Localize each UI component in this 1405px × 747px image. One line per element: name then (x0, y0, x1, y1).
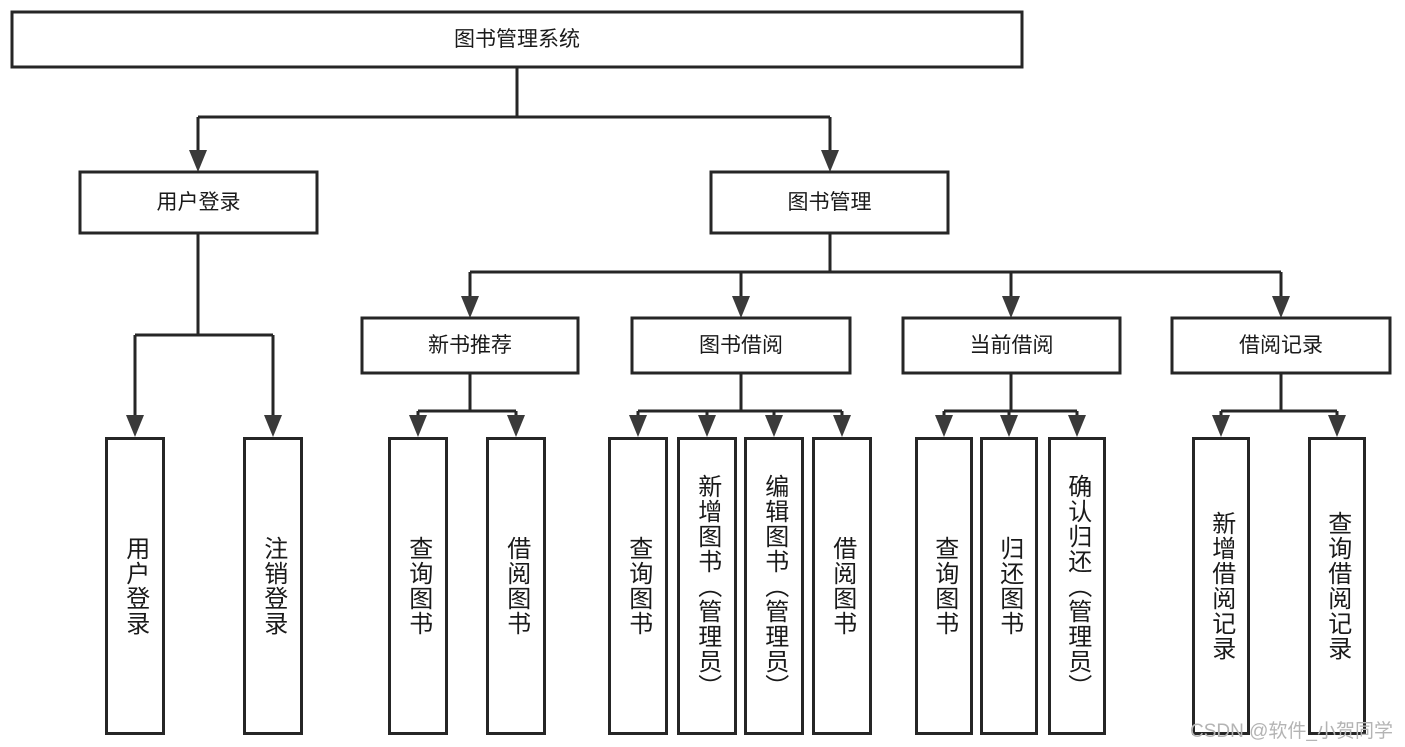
arrow-head-icon (732, 296, 750, 318)
leaf-node-label: 查询图书 (624, 536, 652, 636)
arrow-head-icon (126, 415, 144, 437)
node-label: 图书管理系统 (454, 28, 580, 51)
node-box (10, 10, 1024, 69)
level3-node-book-borrow[interactable]: 图书借阅 (630, 316, 852, 375)
node-label: 借阅记录 (1239, 334, 1323, 357)
node-box (630, 316, 852, 375)
leaf-node-label: 用户登录 (121, 536, 149, 636)
leaf-node-leaf-user-login[interactable]: 用户登录 (105, 437, 165, 735)
leaf-node-label: 借阅图书 (828, 536, 856, 636)
arrow-head-icon (189, 150, 207, 172)
leaf-node-label: 查询借阅记录 (1323, 511, 1351, 661)
leaf-node-label: 新增图书（管理员） (693, 473, 721, 699)
arrow-head-icon (935, 415, 953, 437)
leaf-node-label: 确认归还（管理员） (1063, 473, 1091, 699)
arrow-head-icon (461, 296, 479, 318)
leaf-node-leaf-add-book[interactable]: 新增图书（管理员） (677, 437, 737, 735)
connector-layer (126, 67, 1346, 437)
arrow-head-icon (821, 150, 839, 172)
leaf-node-label: 注销登录 (259, 536, 287, 636)
leaf-node-leaf-borrow-book-1[interactable]: 借阅图书 (486, 437, 546, 735)
arrow-head-icon (1272, 296, 1290, 318)
leaf-node-leaf-query-book-2[interactable]: 查询图书 (608, 437, 668, 735)
arrow-head-icon (1212, 415, 1230, 437)
leaf-node-leaf-edit-book[interactable]: 编辑图书（管理员） (744, 437, 804, 735)
node-box (1170, 316, 1392, 375)
leaf-node-label: 借阅图书 (502, 536, 530, 636)
leaf-node-label: 查询图书 (404, 536, 432, 636)
arrow-head-icon (409, 415, 427, 437)
arrow-head-icon (765, 415, 783, 437)
arrow-head-icon (698, 415, 716, 437)
node-box (360, 316, 580, 375)
level2-node-user-login[interactable]: 用户登录 (78, 170, 319, 235)
node-label: 图书管理 (788, 191, 872, 214)
leaf-node-leaf-confirm-return[interactable]: 确认归还（管理员） (1048, 437, 1106, 735)
level3-node-new-book-recommend[interactable]: 新书推荐 (360, 316, 580, 375)
leaf-node-label: 归还图书 (995, 536, 1023, 636)
node-label: 用户登录 (157, 191, 241, 214)
arrow-head-icon (507, 415, 525, 437)
arrow-head-icon (264, 415, 282, 437)
arrow-head-icon (1000, 415, 1018, 437)
node-box (709, 170, 950, 235)
node-box (901, 316, 1122, 375)
level2-node-book-manage[interactable]: 图书管理 (709, 170, 950, 235)
level3-node-current-borrow[interactable]: 当前借阅 (901, 316, 1122, 375)
leaf-node-label: 编辑图书（管理员） (760, 473, 788, 699)
leaf-node-leaf-query-record[interactable]: 查询借阅记录 (1308, 437, 1366, 735)
node-label: 图书借阅 (699, 334, 783, 357)
root-node-root[interactable]: 图书管理系统 (10, 10, 1024, 69)
level3-node-borrow-record[interactable]: 借阅记录 (1170, 316, 1392, 375)
arrow-head-icon (833, 415, 851, 437)
node-label: 新书推荐 (428, 334, 512, 357)
arrow-head-icon (1002, 296, 1020, 318)
leaf-node-leaf-add-record[interactable]: 新增借阅记录 (1192, 437, 1250, 735)
leaf-node-leaf-return-book[interactable]: 归还图书 (980, 437, 1038, 735)
leaf-node-leaf-user-logout[interactable]: 注销登录 (243, 437, 303, 735)
leaf-node-leaf-query-book-1[interactable]: 查询图书 (388, 437, 448, 735)
leaf-node-leaf-query-book-3[interactable]: 查询图书 (915, 437, 973, 735)
leaf-node-leaf-borrow-book-2[interactable]: 借阅图书 (812, 437, 872, 735)
leaf-node-label: 新增借阅记录 (1207, 511, 1235, 661)
arrow-head-icon (629, 415, 647, 437)
leaf-node-label: 查询图书 (930, 536, 958, 636)
arrow-head-icon (1328, 415, 1346, 437)
node-box (78, 170, 319, 235)
node-label: 当前借阅 (970, 334, 1054, 357)
arrow-head-icon (1068, 415, 1086, 437)
